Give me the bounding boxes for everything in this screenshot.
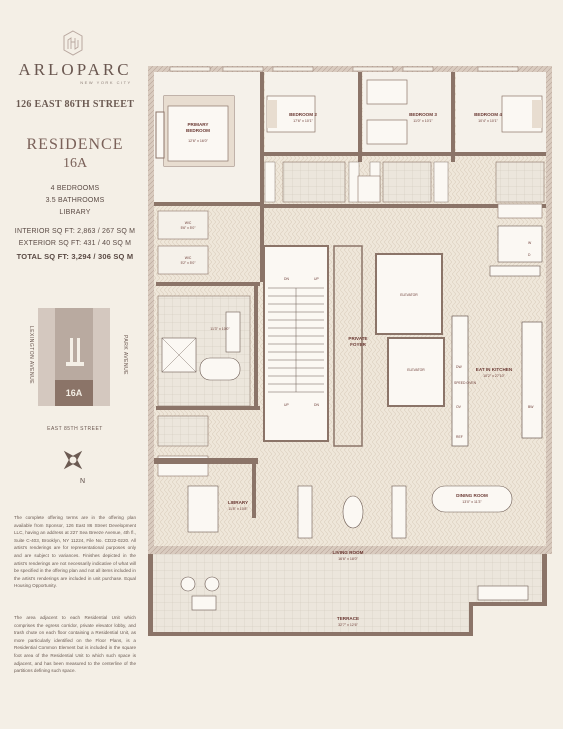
room-primary-bath-dim: 11'3" x 10'0" — [210, 327, 230, 331]
room-library: LIBRARY — [228, 500, 248, 505]
residence-title: RESIDENCE — [26, 136, 124, 153]
key-plan-west-street: LEXINGTON AVENUE — [28, 325, 34, 385]
room-eat-in-kitchen-dim: 10'2" x 27'10" — [483, 374, 505, 378]
elevator-1-label: ELEVATOR — [400, 293, 418, 297]
key-plan-south-street: EAST 85TH STREET — [47, 426, 103, 432]
room-living-room: LIVING ROOM — [333, 550, 364, 555]
compass-icon — [63, 450, 83, 470]
building-address: 126 EAST 86TH STREET — [15, 99, 135, 110]
room-dining-room-dim: 13'0" x 11'3" — [462, 500, 482, 504]
stair-label-up-top: UP — [314, 277, 319, 281]
room-bedroom-2: BEDROOM 2 — [289, 112, 317, 117]
room-primary-bedroom-dim: 12'6" x 16'0" — [188, 139, 208, 143]
stair-label-up-bottom: UP — [284, 403, 289, 407]
room-library-dim: 11'8" x 10'8" — [228, 507, 248, 511]
room-living-room-dim: 16'6" x 18'0" — [338, 557, 358, 561]
room-wic-2: W/C — [185, 256, 192, 260]
residence-unit: 16A — [62, 156, 88, 171]
brand-name: ARLOPARC — [18, 60, 132, 79]
room-bedroom-4: BEDROOM 4 — [474, 112, 502, 117]
room-dining-room: DINING ROOM — [456, 493, 488, 498]
spec-exterior-area: EXTERIOR SQ FT: 431 / 40 SQ M — [18, 240, 132, 247]
disclaimer-common-element: The area adjacent to each Residential Un… — [14, 615, 136, 674]
room-wic-1-dim: 5'6" x 5'0" — [181, 226, 197, 230]
brand-city: NEW YORK CITY — [80, 80, 132, 85]
stair-label-dn-top: DN — [284, 277, 289, 281]
room-bedroom-4-dim: 10'4" x 10'1" — [478, 119, 498, 123]
spec-bedrooms: 4 BEDROOMS — [50, 185, 100, 192]
appliance-dishwasher: DW — [456, 365, 462, 369]
stair-label-dn-bottom: DN — [314, 403, 319, 407]
appliance-speed-oven: SPEED OVEN — [454, 381, 477, 385]
appliance-oven: OV — [456, 405, 462, 409]
room-terrace-dim: 32'7" x 12'6" — [338, 623, 358, 627]
key-plan-unit: 16A — [65, 388, 83, 398]
spec-bathrooms: 3.5 BATHROOMS — [45, 197, 105, 204]
room-wic-2-dim: 5'2" x 5'0" — [181, 261, 197, 265]
appliance-beverage-cooler: BW — [528, 405, 534, 409]
room-terrace: TERRACE — [337, 616, 359, 621]
room-bedroom-3: BEDROOM 3 — [409, 112, 437, 117]
key-plan-east-street: PARK AVENUE — [122, 334, 128, 376]
spec-total-area: TOTAL SQ FT: 3,294 / 306 SQ M — [16, 252, 134, 261]
room-eat-in-kitchen: EAT IN KITCHEN — [476, 367, 513, 372]
appliance-dryer: D — [528, 253, 531, 257]
compass-north-label: N — [80, 478, 86, 485]
disclaimer-offering: The complete offering terms are in the o… — [14, 515, 136, 589]
elevator-2-label: ELEVATOR — [407, 368, 425, 372]
room-wic-1: W/C — [185, 221, 192, 225]
room-bedroom-3-dim: 11'0" x 10'1" — [413, 119, 433, 123]
spec-interior-area: INTERIOR SQ FT: 2,863 / 267 SQ M — [14, 228, 136, 235]
appliance-refrigerator: REF — [456, 435, 463, 439]
spec-library: LIBRARY — [59, 209, 91, 216]
arloparc-logo-icon — [63, 30, 83, 56]
key-plan: LEXINGTON AVENUE PARK AVENUE EAST 85TH S… — [28, 300, 128, 440]
room-bedroom-2-dim: 17'6" x 10'1" — [293, 119, 313, 123]
appliance-washer: W — [528, 241, 532, 245]
